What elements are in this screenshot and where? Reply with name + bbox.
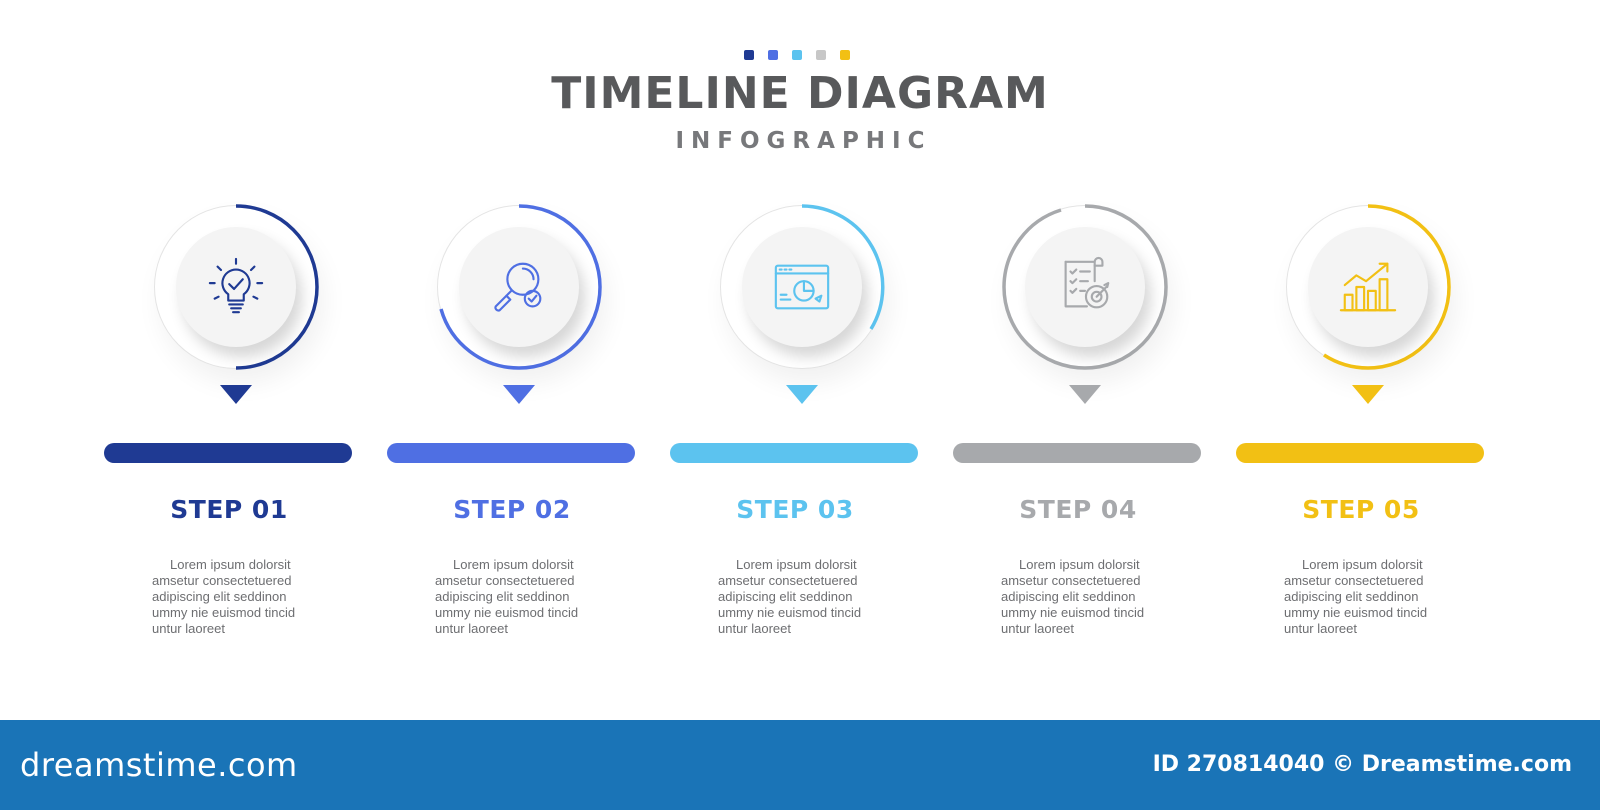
step-label: STEP 04 xyxy=(1019,495,1137,524)
lightbulb-check-icon xyxy=(208,257,264,314)
step-icon-circle xyxy=(1025,227,1145,347)
footer-image-id: ID 270814040 © Dreamstime.com xyxy=(1152,752,1572,777)
footer-logo: dreamstime.com xyxy=(20,746,298,784)
step-label: STEP 01 xyxy=(170,495,288,524)
page-title: TIMELINE DIAGRAM xyxy=(551,68,1049,119)
step-icon-circle xyxy=(176,227,296,347)
step-progress-arc xyxy=(1002,204,1168,370)
step-progress-arc xyxy=(1323,204,1451,370)
step-pointer xyxy=(503,385,535,404)
page-subtitle: INFOGRAPHIC xyxy=(675,128,932,154)
color-dot xyxy=(768,50,778,60)
step-bar xyxy=(1236,443,1484,463)
growth-chart-icon xyxy=(1339,262,1397,312)
step-description: Lorem ipsum dolorsit amsetur consectetue… xyxy=(152,557,296,636)
step-pointer xyxy=(1069,385,1101,404)
step-progress-arc xyxy=(801,204,885,330)
step-bar xyxy=(104,443,352,463)
color-dot xyxy=(816,50,826,60)
step-bar xyxy=(387,443,635,463)
step-icon-circle xyxy=(459,227,579,347)
checklist-target-icon xyxy=(1064,256,1110,309)
step-pointer xyxy=(220,385,252,404)
color-dots xyxy=(744,50,850,60)
step-icon-circle xyxy=(1308,227,1428,347)
step-progress-arc xyxy=(235,204,319,370)
step-bar xyxy=(670,443,918,463)
color-dot xyxy=(792,50,802,60)
step-icon-circle xyxy=(742,227,862,347)
magnifier-check-icon xyxy=(494,262,542,312)
step-label: STEP 02 xyxy=(453,495,571,524)
step-progress-arc xyxy=(439,204,602,370)
step-description: Lorem ipsum dolorsit amsetur consectetue… xyxy=(435,557,579,636)
footer-banner: dreamstime.com ID 270814040 © Dreamstime… xyxy=(0,720,1600,810)
step-pointer xyxy=(786,385,818,404)
color-dot xyxy=(840,50,850,60)
step-pointer xyxy=(1352,385,1384,404)
step-description: Lorem ipsum dolorsit amsetur consectetue… xyxy=(1284,557,1428,636)
step-label: STEP 03 xyxy=(736,495,854,524)
color-dot xyxy=(744,50,754,60)
step-bar xyxy=(953,443,1201,463)
step-description: Lorem ipsum dolorsit amsetur consectetue… xyxy=(718,557,862,636)
step-description: Lorem ipsum dolorsit amsetur consectetue… xyxy=(1001,557,1145,636)
step-label: STEP 05 xyxy=(1302,495,1420,524)
browser-pie-chart-icon xyxy=(774,264,830,310)
